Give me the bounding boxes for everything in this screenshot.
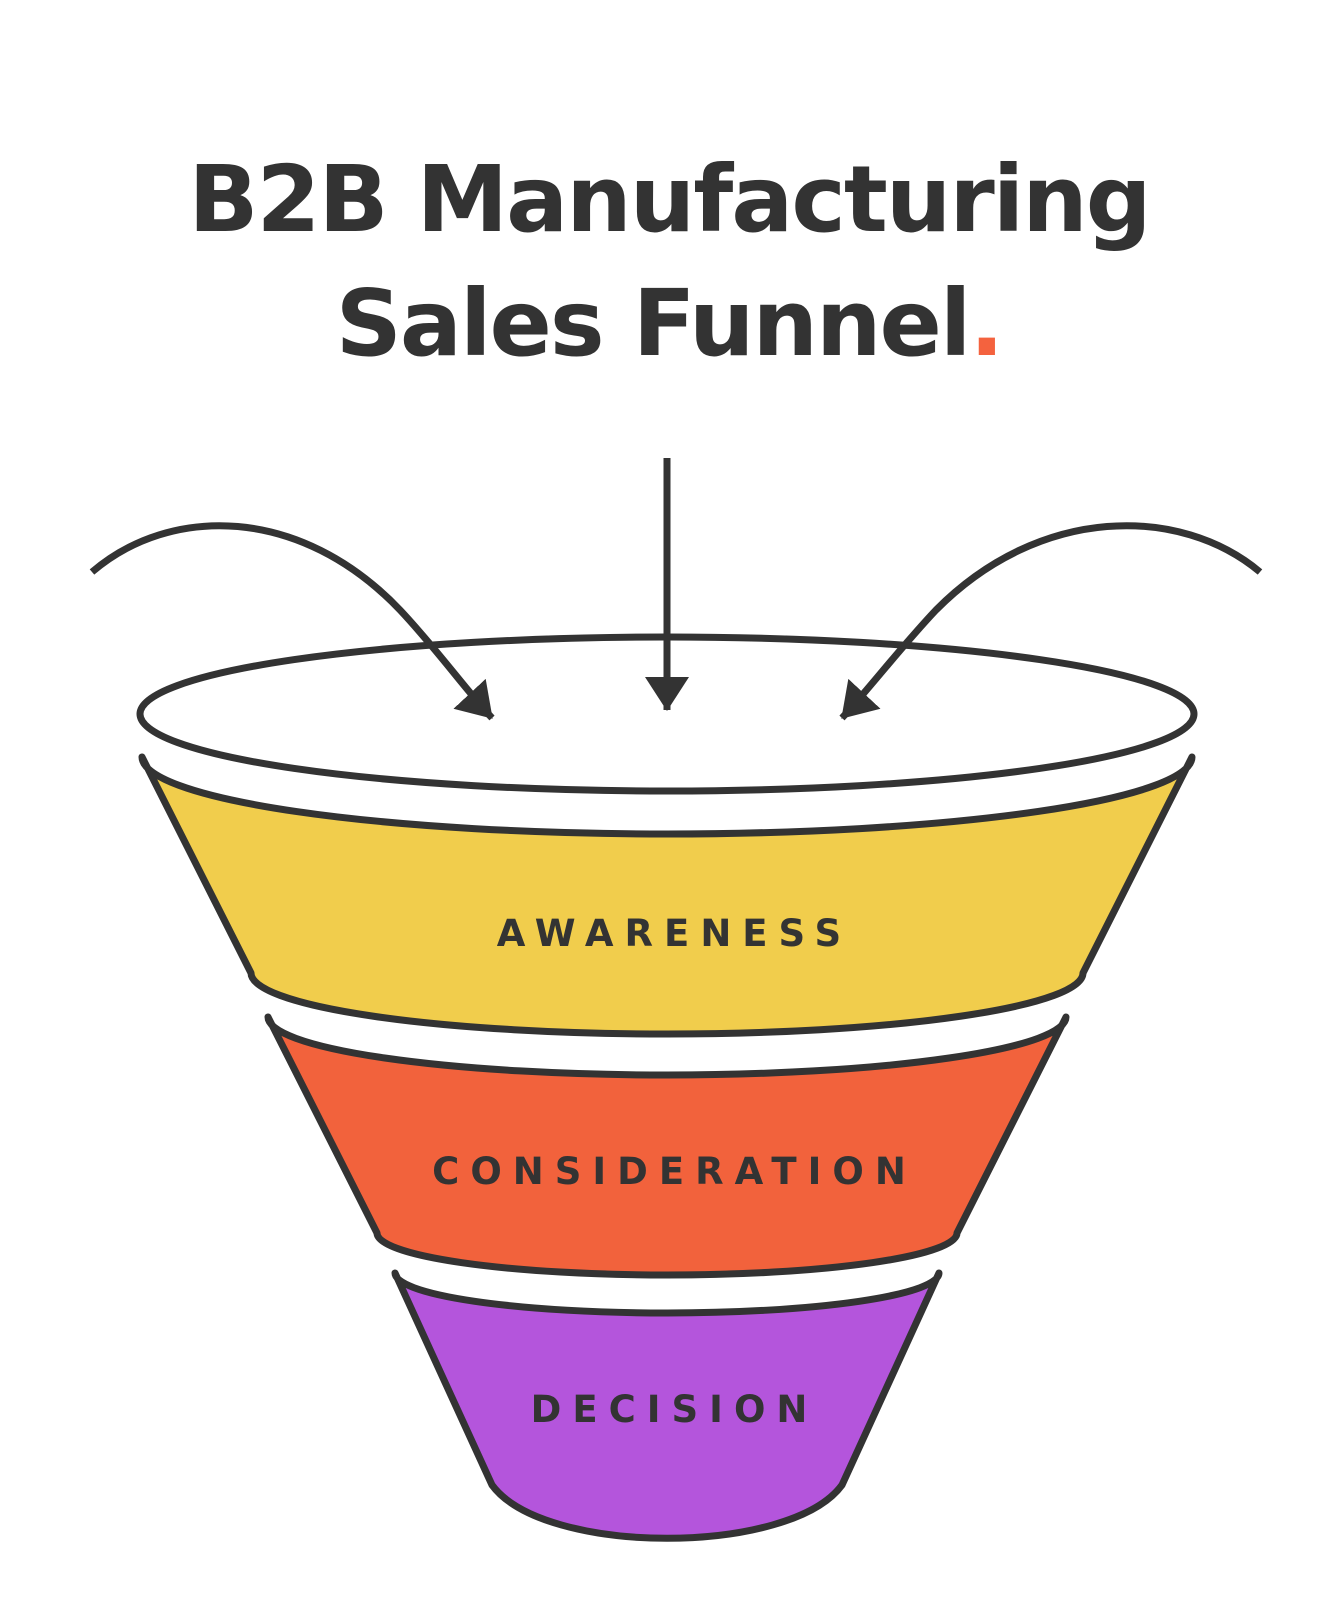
stage-label-decision: DECISION [530, 1388, 819, 1431]
inflow-arrow-right-icon [839, 522, 1263, 721]
stage-label-consideration: CONSIDERATION [432, 1150, 917, 1193]
page-title: B2B Manufacturing Sales Funnel. [0, 138, 1338, 386]
funnel-stage-consideration [264, 1013, 1070, 1279]
title-line-1: B2B Manufacturing [188, 146, 1151, 253]
title-accent-period: . [969, 270, 1004, 377]
inflow-arrow-left-icon [89, 522, 495, 721]
funnel-stage-decision [391, 1269, 943, 1542]
funnel-stage-awareness [138, 753, 1196, 1038]
stage-label-awareness: AWARENESS [496, 912, 853, 955]
title-line-2: Sales Funnel. [335, 270, 1005, 377]
